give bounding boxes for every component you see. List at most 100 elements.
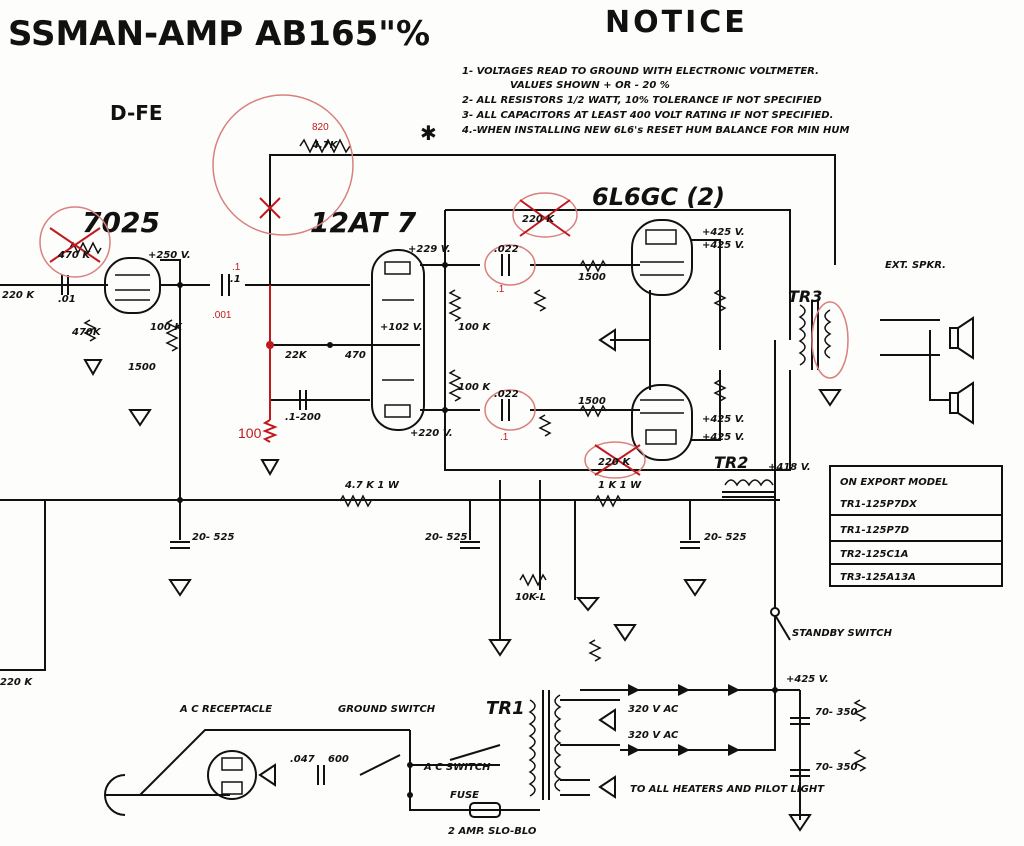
export-table-header: ON EXPORT MODEL [840,477,948,488]
label-c-1-200: .1-200 [285,412,321,423]
red-highlight-circle [512,192,578,238]
label-r-1k-1w: 1 K 1 W [598,480,642,491]
red-delete-mark-icon [259,197,281,219]
label-v-425-d: +425 V. [702,432,745,443]
capacitor-022-a [501,254,510,276]
label-r-100k-p: 100 K [150,322,183,333]
tube-6l6-lower [631,384,693,461]
tube-12at7 [371,249,425,431]
label-r-470k: 470 K [57,250,91,261]
label-c-20-525-b: 20- 525 [425,532,467,543]
ground-icon [613,624,637,642]
label-bplus: +425 V. [786,674,829,685]
junction-dot [772,687,778,693]
tube-7025 [104,257,161,314]
v1-supply-wire [160,259,181,500]
pi-rail [444,210,700,471]
red-highlight-circle [39,206,111,278]
label-r-470: 470 [344,350,366,361]
diode-icon [678,684,690,696]
junction-dot [327,342,333,348]
tube-label-6l6gc: 6L6GC (2) [592,183,725,211]
resistor-1k-1w [594,494,622,508]
speaker-icon [949,381,974,425]
capacitor-20-525-b [460,541,480,549]
junction-dot [442,407,448,413]
label-c-20-525-c: 20- 525 [704,532,746,543]
label-v-425-a: +425 V. [702,227,745,238]
ground-icon [168,579,192,597]
lower-plate-rail [700,370,791,471]
label-r-1500-b: 1500 [578,396,606,407]
label-320vac-2: 320 V AC [628,730,679,741]
red-highlight-circle [484,244,536,286]
ground-icon [598,708,616,732]
label-r-10k-l: 10K-L [515,592,546,603]
label-r-1500-a: 1500 [578,272,606,283]
notice-line-1: 1- VOLTAGES READ TO GROUND WITH ELECTRON… [462,66,819,77]
screen-wire-a [690,239,721,350]
junction-dot [442,262,448,268]
ac-plug-icon [104,774,135,816]
star-icon: ✱ [420,121,437,145]
junction-dot [177,282,183,288]
resistor-4k7-feedback [299,138,351,154]
label-r-220k-bot: 220 K [0,677,33,688]
label-r-220k-b: 220 K [598,457,631,468]
label-v-418: +418 V. [768,462,811,473]
label-c-022-b: .022 [494,389,519,400]
transformer-tr1 [528,690,562,800]
resistor-220k-a [533,289,547,312]
capacitor-1-200 [299,390,307,410]
resistor-pilot [588,639,602,662]
ground-icon [488,639,512,657]
label-standby-switch: STANDBY SWITCH [792,628,893,639]
label-r-4k7-1w: 4.7 K 1 W [344,480,400,491]
red-value-820: 820 [312,122,329,133]
diode-icon [678,744,690,756]
transformer-tr2 [722,479,776,498]
diode-icon [728,684,740,696]
speaker-icon [949,316,974,360]
feedback-wire [269,154,836,400]
capacitor-20-525-c [680,541,700,549]
ground-icon [818,389,842,407]
label-v-229: +229 V. [408,244,451,255]
label-tr3: TR3 [788,287,822,306]
export-table-row: TR1-125P7DX [840,499,918,510]
resistor-470-screen-b [713,379,727,402]
red-value-1-b: .1 [500,432,509,443]
resistor-1500-b [579,404,607,418]
red-value-100: 100 [238,425,262,441]
junction-dot [407,792,413,798]
export-table-row: TR1-125P7D [840,525,909,536]
ground-icon [258,763,276,787]
mains-bottom-wire [409,730,540,811]
ground-icon [260,459,280,477]
resistor-470-screen-a [713,289,727,312]
resistor-100k-b [448,369,462,402]
label-tr1: TR1 [486,698,525,719]
label-v-425-b: +425 V. [702,240,745,251]
capacitor-20-525-a [170,541,190,549]
upper-plate-rail [445,209,791,340]
fuse-icon [469,802,501,818]
red-delete-mark-icon [49,227,101,263]
label-ac-switch: A C SWITCH [423,762,491,773]
label-r-100k-a: 100 K [458,322,491,333]
red-highlight-circle [484,389,536,431]
capacitor-coupling-v1 [221,274,230,296]
export-table-row: TR3-125A13A [840,572,916,583]
capacitor-022-b [501,399,510,421]
red-highlight-circle [811,301,849,379]
label-c-022-a: .022 [494,244,519,255]
label-c-20-525-a: 20- 525 [192,532,234,543]
ground-icon [683,579,707,597]
label-c-047: .047 [290,754,315,765]
red-highlight-circle [212,94,354,236]
label-r-22k: 22K [285,350,308,361]
label-r-220k-in: 220 K [2,290,35,301]
screen-wire-b [690,370,721,441]
